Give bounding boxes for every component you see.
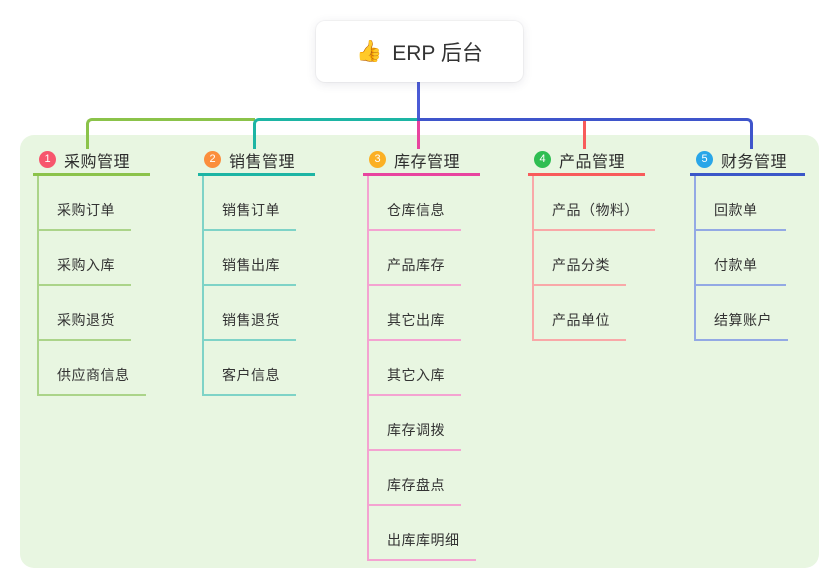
branch-header-sales[interactable]: 2 销售管理 (198, 146, 315, 176)
root-connector-line (417, 82, 420, 119)
branch-label: 销售管理 (229, 153, 296, 171)
child-node[interactable]: 采购入库 (39, 231, 131, 286)
child-node[interactable]: 销售订单 (204, 176, 296, 231)
branch-purchase: 1 采购管理 采购订单 采购入库 采购退货 供应商信息 (33, 146, 150, 396)
child-node[interactable]: 销售退货 (204, 286, 296, 341)
trunk-connector-finance (417, 118, 753, 149)
branch-label: 财务管理 (721, 153, 788, 171)
child-node[interactable]: 产品单位 (534, 286, 626, 341)
child-node[interactable]: 采购退货 (39, 286, 131, 341)
number-badge: 2 (204, 151, 221, 168)
number-badge: 3 (369, 151, 386, 168)
branch-sales: 2 销售管理 销售订单 销售出库 销售退货 客户信息 (198, 146, 315, 396)
child-node[interactable]: 产品库存 (369, 231, 461, 286)
branch-inventory: 3 库存管理 仓库信息 产品库存 其它出库 其它入库 库存调拨 库存盘点 出库库… (363, 146, 480, 561)
child-node[interactable]: 出库库明细 (369, 506, 476, 561)
branch-children: 销售订单 销售出库 销售退货 客户信息 (202, 176, 296, 396)
child-node[interactable]: 其它入库 (369, 341, 461, 396)
mindmap-canvas-panel (20, 135, 819, 568)
child-node[interactable]: 回款单 (696, 176, 786, 231)
branch-header-product[interactable]: 4 产品管理 (528, 146, 645, 176)
branch-label: 库存管理 (394, 153, 461, 171)
number-badge: 1 (39, 151, 56, 168)
child-node[interactable]: 销售出库 (204, 231, 296, 286)
child-node[interactable]: 采购订单 (39, 176, 131, 231)
number-badge: 5 (696, 151, 713, 168)
thumbs-up-icon: 👍 (356, 39, 383, 63)
child-node[interactable]: 结算账户 (696, 286, 788, 341)
child-node[interactable]: 产品分类 (534, 231, 626, 286)
branch-children: 产品（物料） 产品分类 产品单位 (532, 176, 655, 341)
child-node[interactable]: 库存盘点 (369, 451, 461, 506)
child-node[interactable]: 供应商信息 (39, 341, 146, 396)
trunk-connector-sales (253, 118, 419, 149)
drop-connector-inventory (417, 121, 420, 149)
child-node[interactable]: 库存调拨 (369, 396, 461, 451)
root-node-label: ERP 后台 (392, 41, 483, 65)
root-node[interactable]: 👍 ERP 后台 (316, 21, 523, 82)
trunk-connector-purchase (86, 118, 255, 149)
branch-header-purchase[interactable]: 1 采购管理 (33, 146, 150, 176)
child-node[interactable]: 产品（物料） (534, 176, 655, 231)
branch-children: 采购订单 采购入库 采购退货 供应商信息 (37, 176, 146, 396)
branch-children: 仓库信息 产品库存 其它出库 其它入库 库存调拨 库存盘点 出库库明细 (367, 176, 476, 561)
branch-header-finance[interactable]: 5 财务管理 (690, 146, 805, 176)
branch-finance: 5 财务管理 回款单 付款单 结算账户 (690, 146, 805, 341)
child-node[interactable]: 付款单 (696, 231, 786, 286)
branch-product: 4 产品管理 产品（物料） 产品分类 产品单位 (528, 146, 655, 341)
branch-header-inventory[interactable]: 3 库存管理 (363, 146, 480, 176)
branch-children: 回款单 付款单 结算账户 (694, 176, 788, 341)
number-badge: 4 (534, 151, 551, 168)
branch-label: 产品管理 (559, 153, 626, 171)
branch-label: 采购管理 (64, 153, 131, 171)
child-node[interactable]: 客户信息 (204, 341, 296, 396)
drop-connector-product (583, 121, 586, 149)
child-node[interactable]: 其它出库 (369, 286, 461, 341)
child-node[interactable]: 仓库信息 (369, 176, 461, 231)
